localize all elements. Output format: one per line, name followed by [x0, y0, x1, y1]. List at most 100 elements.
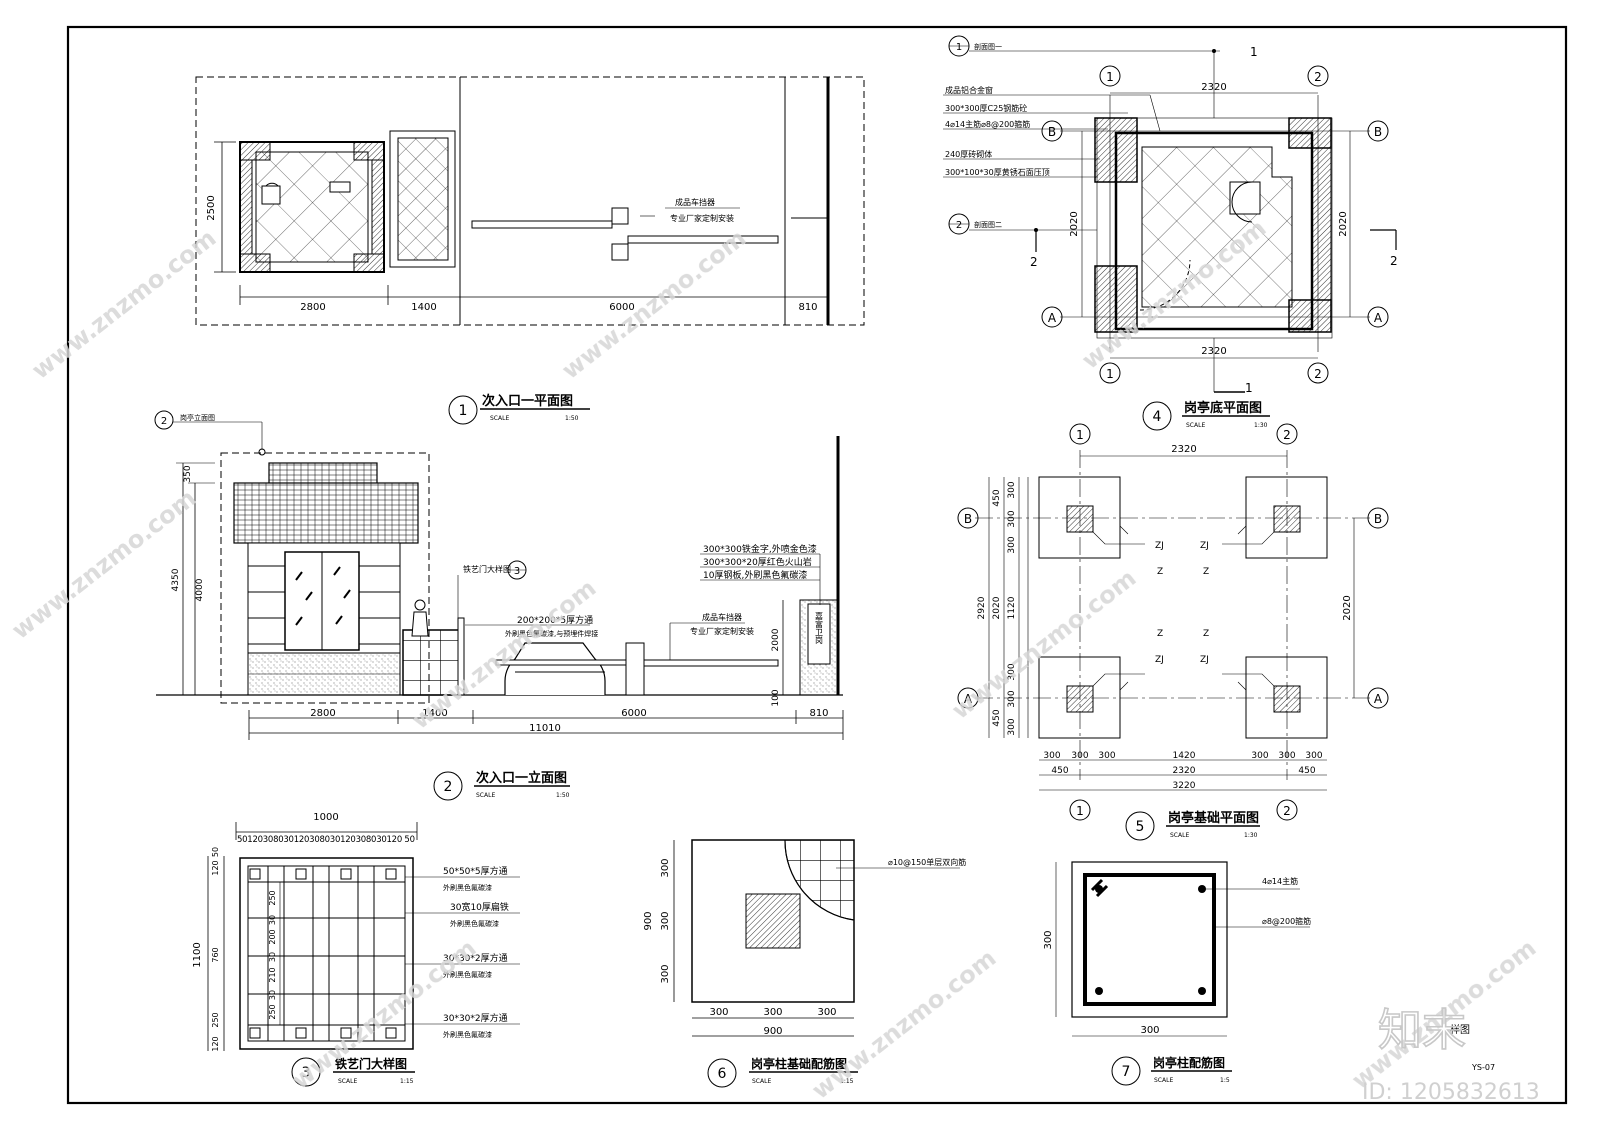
- v5-title: 岗亭基础平面图: [1168, 810, 1259, 826]
- svg-text:2920: 2920: [977, 596, 987, 619]
- v3-dim-height: 1100: [192, 942, 203, 967]
- v4-note-4: 240厚砖砌体: [945, 149, 992, 159]
- svg-text:300: 300: [660, 964, 671, 983]
- svg-text:300: 300: [1007, 718, 1017, 735]
- svg-text:450: 450: [992, 489, 1002, 506]
- svg-text:A: A: [1048, 311, 1057, 325]
- svg-text:SCALE: SCALE: [752, 1078, 771, 1085]
- svg-text:www.znzmo.com: www.znzmo.com: [6, 484, 201, 645]
- svg-text:4350: 4350: [171, 568, 181, 591]
- svg-text:1: 1: [1106, 70, 1114, 84]
- svg-text:4: 4: [1153, 409, 1162, 425]
- svg-text:450: 450: [1298, 766, 1315, 776]
- v1-dim-6000: 6000: [609, 302, 634, 313]
- svg-text:30: 30: [268, 952, 277, 962]
- elev-booth-dashed: [220, 452, 430, 704]
- v2-note-2: 300*300*20厚红色火山岩: [703, 556, 812, 568]
- v2-note-1: 300*300铁金字,外喷金色漆: [703, 543, 817, 555]
- svg-text:www.znzmo.com: www.znzmo.com: [556, 224, 751, 385]
- svg-text:5: 5: [1136, 819, 1145, 835]
- svg-text:2: 2: [956, 220, 962, 231]
- svg-text:2000: 2000: [771, 628, 781, 651]
- svg-text:外刷黑色氟碳漆: 外刷黑色氟碳漆: [443, 1030, 492, 1039]
- v1-title: 次入口一平面图: [482, 393, 573, 409]
- svg-text:2: 2: [1390, 254, 1398, 268]
- v4-note-3: 4⌀14主筋⌀8@200箍筋: [945, 119, 1030, 129]
- svg-text:1:50: 1:50: [556, 792, 570, 799]
- svg-text:SCALE: SCALE: [1186, 422, 1205, 429]
- svg-text:300: 300: [1071, 751, 1088, 761]
- view1-entrance-plan: 成品车挡器 专业厂家定制安装 2800 1400 6000 810 2500 1…: [195, 76, 865, 425]
- sheet-number: YS-07: [1471, 1063, 1495, 1072]
- v2-tube-note-1: 200*200*5厚方通: [517, 614, 593, 626]
- svg-text:350: 350: [183, 465, 193, 482]
- svg-text:ZJ: ZJ: [1200, 655, 1209, 665]
- svg-text:300: 300: [1098, 751, 1115, 761]
- svg-text:SCALE: SCALE: [338, 1078, 357, 1085]
- view4-booth-floor-plan: 1 2 1 2 B B A A 2320 2320 2020 2020 1 剖面…: [943, 35, 1398, 431]
- view7-column-rebar: 4⌀14主筋 ⌀8@200箍筋 300 300 7 岗亭柱配筋图 SCALE 1…: [1043, 861, 1311, 1086]
- svg-text:30: 30: [268, 915, 277, 925]
- svg-text:1:15: 1:15: [400, 1078, 414, 1085]
- svg-text:外刷黑色氟碳漆: 外刷黑色氟碳漆: [443, 883, 492, 892]
- svg-text:1: 1: [1245, 381, 1253, 395]
- svg-text:B: B: [1374, 125, 1382, 139]
- svg-text:SCALE: SCALE: [1154, 1077, 1173, 1084]
- v3-note-4: 30*30*2厚方通: [443, 1012, 508, 1024]
- svg-text:A: A: [964, 692, 973, 706]
- v4-note-1: 成品铝合金窗: [945, 85, 993, 95]
- v6-note: ⌀10@150单层双向筋: [888, 857, 966, 867]
- svg-text:1: 1: [1076, 804, 1084, 818]
- v4-note-5: 300*100*30厚黄锈石面压顶: [945, 167, 1050, 177]
- svg-text:3: 3: [514, 566, 520, 577]
- svg-text:2: 2: [1283, 804, 1291, 818]
- v1-dim-2800: 2800: [300, 302, 325, 313]
- svg-text:760: 760: [211, 947, 220, 962]
- svg-text:3220: 3220: [1173, 781, 1196, 791]
- v4-section1-label: 剖面图一: [974, 42, 1002, 51]
- v7-title: 岗亭柱配筋图: [1153, 1055, 1225, 1070]
- svg-text:1: 1: [1106, 367, 1114, 381]
- v3-note-3: 30*30*2厚方通: [443, 952, 508, 964]
- watermark-id: ID: 1205832613: [1362, 1080, 1540, 1105]
- svg-text:300: 300: [709, 1007, 728, 1018]
- svg-text:SCALE: SCALE: [1170, 832, 1189, 839]
- svg-text:www.znzmo.com: www.znzmo.com: [26, 224, 221, 385]
- svg-text:2: 2: [1283, 428, 1291, 442]
- svg-text:300: 300: [1007, 663, 1017, 680]
- v2-dim-1400: 1400: [422, 708, 447, 719]
- v7-note-1: 4⌀14主筋: [1262, 876, 1298, 886]
- svg-text:100: 100: [771, 689, 781, 706]
- svg-text:900: 900: [643, 911, 654, 930]
- svg-text:ZJ: ZJ: [1200, 541, 1209, 551]
- svg-text:1:30: 1:30: [1254, 422, 1268, 429]
- svg-text:B: B: [964, 512, 972, 526]
- svg-text:1:5: 1:5: [1220, 1077, 1230, 1084]
- v1-title-circle: [448, 395, 478, 425]
- svg-text:SCALE: SCALE: [490, 415, 509, 422]
- svg-text:1:50: 1:50: [565, 415, 579, 422]
- v4-section2-label: 剖面图二: [974, 220, 1002, 229]
- v1-dim-1400: 1400: [411, 302, 436, 313]
- v2-booth-ref: 岗亭立面图: [180, 413, 215, 422]
- svg-text:2020: 2020: [1069, 211, 1080, 236]
- svg-text:300: 300: [660, 858, 671, 877]
- v7-note-2: ⌀8@200箍筋: [1262, 916, 1311, 926]
- svg-text:1:15: 1:15: [840, 1078, 854, 1085]
- v1-barrier-note-1: 成品车挡器: [675, 197, 715, 207]
- svg-text:3: 3: [302, 1065, 311, 1081]
- svg-text:2: 2: [161, 416, 167, 427]
- svg-text:30: 30: [268, 990, 277, 1000]
- svg-text:50: 50: [211, 847, 220, 857]
- watermark-brand: 知末: [1378, 1005, 1466, 1056]
- svg-text:2: 2: [444, 779, 453, 795]
- v1-dim-2500: 2500: [206, 195, 217, 220]
- v2-dim-2800: 2800: [310, 708, 335, 719]
- svg-text:B: B: [1048, 125, 1056, 139]
- v5-dim-right: 2020: [1342, 595, 1353, 620]
- svg-text:300: 300: [1140, 1025, 1159, 1036]
- svg-text:450: 450: [1051, 766, 1068, 776]
- svg-text:300: 300: [660, 911, 671, 930]
- svg-text:ZJ: ZJ: [1155, 541, 1164, 551]
- svg-text:Z: Z: [1203, 567, 1209, 577]
